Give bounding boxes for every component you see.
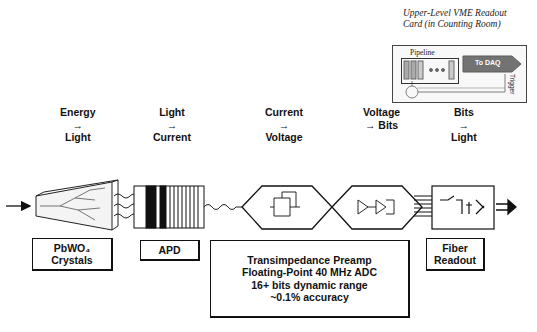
bus-line: [414, 216, 432, 217]
component-label: Transimpedance PreampFloating-Point 40 M…: [210, 240, 410, 318]
node-text: Upper-Level VME Readout Card (in Countin…: [403, 8, 515, 29]
fiber-body: [432, 186, 494, 229]
preamp-symbol: [270, 192, 300, 216]
switch-symbol: [440, 196, 484, 214]
arrow-label: To DAQ: [475, 59, 501, 66]
apd-layer-line: [198, 186, 199, 228]
apd-body: [134, 186, 204, 228]
apd-layer-line: [174, 186, 175, 228]
apd-layer-line: [170, 186, 171, 228]
preamp-adc-illustration: [242, 186, 422, 229]
apd-layer-line: [194, 186, 195, 228]
bus-line: [414, 200, 432, 201]
node-text: Fiber Readout: [431, 242, 479, 266]
current-wave: [204, 205, 242, 210]
fiber-illustration: [432, 186, 494, 229]
current-wire: [204, 205, 242, 210]
digital-bus: [414, 196, 432, 216]
component-label: PbWO₄ Crystals: [32, 238, 113, 271]
conversion-label: Current → Voltage: [265, 106, 303, 144]
adc-hexagon: [332, 186, 422, 229]
apd-band: [146, 186, 156, 228]
crystal-illustration: [36, 180, 118, 230]
node-text: Floating-Point 40 MHz ADC: [242, 266, 377, 278]
node-text: PbWO₄ Crystals: [37, 242, 107, 266]
adc-symbol: [358, 200, 394, 214]
apd-layer-line: [190, 186, 191, 228]
crystal-edge: [36, 180, 118, 196]
apd-band: [160, 186, 166, 228]
crystal-outline: [36, 182, 112, 230]
pipeline-box: Pipeline: [401, 58, 459, 84]
conversion-label: Light → Current: [153, 106, 191, 144]
conversion-label: Bits → Light: [451, 106, 477, 144]
output-arrow: [496, 200, 516, 214]
signal-label: Trigger: [509, 74, 516, 94]
readout-card: Upper-Level VME Readout Card (in Countin…: [392, 45, 527, 103]
shower-lines: [40, 188, 105, 220]
apd-illustration: [134, 186, 204, 228]
component-label: Fiber Readout: [426, 238, 485, 271]
node-text: ~0.1% accuracy: [270, 291, 349, 303]
node-text: APD: [158, 244, 180, 256]
output-arrow-head: [508, 200, 516, 214]
apd-layers: [170, 186, 198, 228]
preamp-hexagon: [242, 186, 332, 229]
node-text: Transimpedance Preamp: [247, 254, 371, 266]
bus-line: [414, 196, 432, 197]
conversion-label: Energy → Light: [60, 106, 96, 144]
component-label: APD: [140, 240, 200, 261]
input-arrow: [6, 205, 30, 206]
bus-line: [414, 204, 432, 205]
apd-layer-line: [186, 186, 187, 228]
apd-layer-line: [178, 186, 179, 228]
bus-line: [414, 212, 432, 213]
node-text: 16+ bits dynamic range: [251, 279, 367, 291]
conversion-label: Voltage → Bits: [363, 106, 400, 131]
bus-line: [414, 208, 432, 209]
node-text: Pipeline: [410, 48, 435, 57]
apd-layer-line: [182, 186, 183, 228]
